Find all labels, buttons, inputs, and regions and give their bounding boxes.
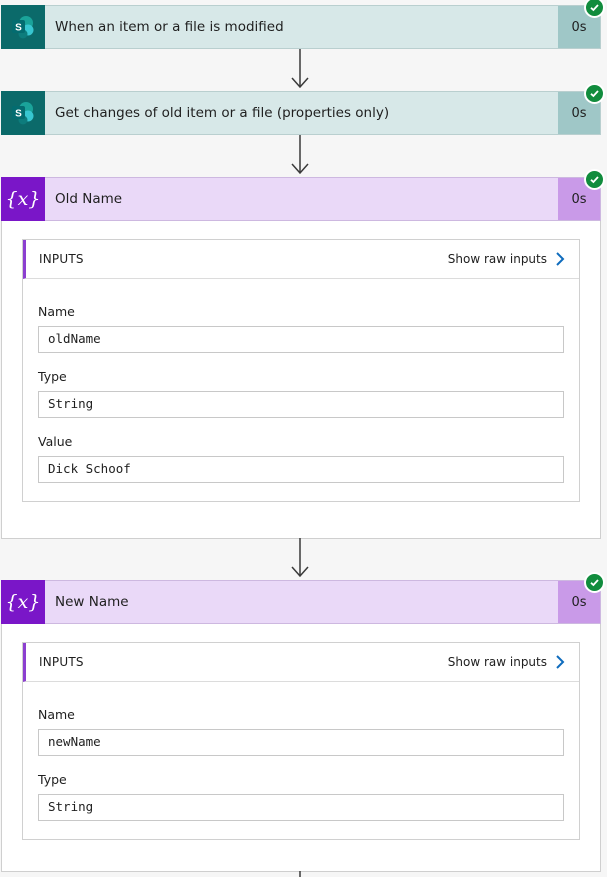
step-card-get-changes: S Get changes of old item or a file (pro… [1,83,605,135]
svg-text:{x}: {x} [6,188,40,210]
chevron-right-icon [556,655,565,669]
field-value-name[interactable]: newName [38,729,564,756]
flow-arrow-icon [291,49,309,89]
show-raw-inputs-link[interactable]: Show raw inputs [448,655,565,669]
step-title: Old Name [55,191,123,207]
fields-list: Name oldName Type String Value Dick Scho… [23,279,579,501]
svg-text:S: S [15,108,22,119]
inputs-header: INPUTS Show raw inputs [23,643,579,682]
sharepoint-icon: S [1,90,45,135]
fields-list: Name newName Type String [23,682,579,839]
show-raw-inputs-label: Show raw inputs [447,655,547,669]
step-title: Get changes of old item or a file (prope… [55,105,390,121]
step-card-new-name: {x} New Name 0s INPUTS Show raw inputs N… [1,572,605,872]
variable-icon: {x} [1,579,45,624]
variable-icon: {x} [1,176,45,221]
svg-text:S: S [15,22,22,33]
inputs-panel: INPUTS Show raw inputs Name newName Type… [22,642,580,840]
field-value-type[interactable]: String [38,794,564,821]
inputs-panel: INPUTS Show raw inputs Name oldName Type… [22,239,580,502]
step-header[interactable]: {x} Old Name 0s [1,169,605,221]
inputs-header: INPUTS Show raw inputs [23,240,579,279]
step-title: New Name [55,594,129,610]
step-header[interactable]: S When an item or a file is modified 0s [1,0,605,49]
field-value-type[interactable]: String [38,391,564,418]
field-label-type: Type [38,772,67,787]
success-check-icon [584,0,605,18]
flow-arrow-icon [299,871,301,877]
step-body: INPUTS Show raw inputs Name newName Type… [1,624,601,872]
inputs-label: INPUTS [39,655,84,669]
step-header[interactable]: {x} New Name 0s [1,572,605,624]
show-raw-inputs-link[interactable]: Show raw inputs [448,252,565,266]
step-card-old-name: {x} Old Name 0s INPUTS Show raw inputs N… [1,169,605,539]
sharepoint-icon: S [1,4,45,49]
success-check-icon [584,572,605,593]
svg-text:{x}: {x} [6,591,40,613]
inputs-label: INPUTS [39,252,84,266]
show-raw-inputs-label: Show raw inputs [447,252,547,266]
field-label-value: Value [38,434,73,449]
step-header[interactable]: S Get changes of old item or a file (pro… [1,83,605,135]
field-label-name: Name [38,304,75,319]
step-body: INPUTS Show raw inputs Name oldName Type… [1,221,601,539]
success-check-icon [584,83,605,104]
field-label-name: Name [38,707,75,722]
field-value-value[interactable]: Dick Schoof [38,456,564,483]
step-card-trigger: S When an item or a file is modified 0s [1,0,605,49]
flow-arrow-icon [291,135,309,175]
success-check-icon [584,169,605,190]
field-value-name[interactable]: oldName [38,326,564,353]
field-label-type: Type [38,369,67,384]
flow-arrow-icon [291,538,309,578]
step-title: When an item or a file is modified [55,19,284,35]
chevron-right-icon [556,252,565,266]
